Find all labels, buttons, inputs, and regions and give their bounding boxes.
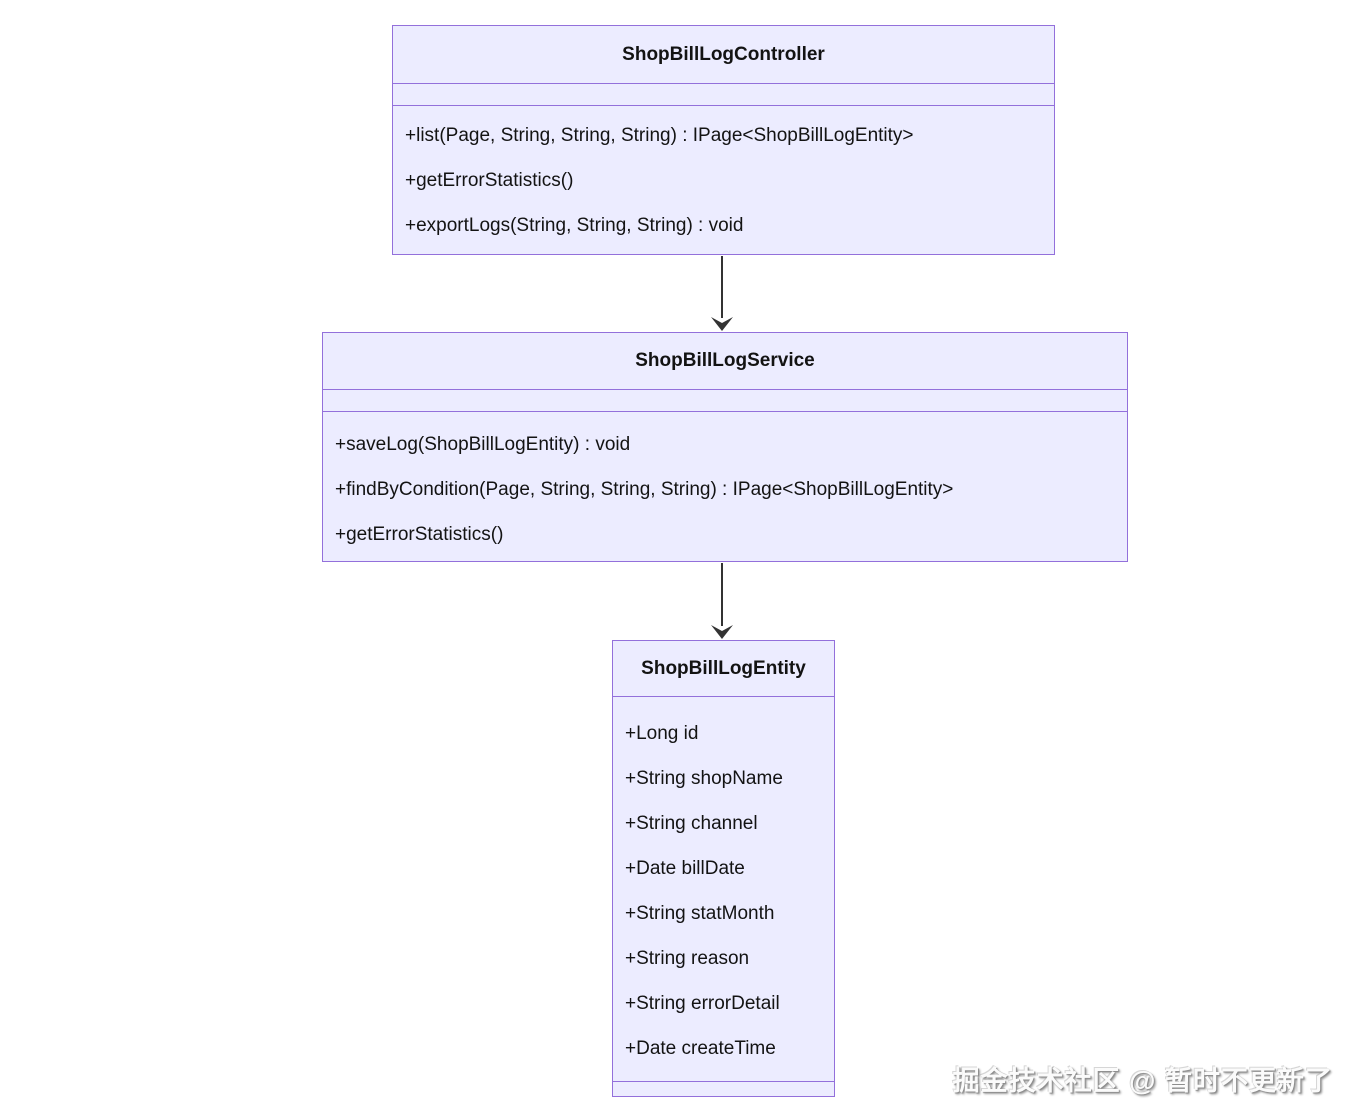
methods-compartment: +saveLog(ShopBillLogEntity) : void +find…: [323, 411, 1127, 560]
method-item: +getErrorStatistics(): [335, 524, 504, 545]
arrow-service-to-entity: [710, 563, 734, 639]
class-title-controller: ShopBillLogController: [622, 43, 825, 65]
class-title-entity: ShopBillLogEntity: [641, 657, 806, 679]
attribute-item: +Date createTime: [625, 1038, 776, 1059]
method-item: +getErrorStatistics(): [405, 170, 574, 191]
attributes-compartment-empty: [323, 389, 1127, 411]
class-box-shopbilllogentity: ShopBillLogEntity +Long id +String shopN…: [612, 640, 835, 1097]
attribute-item: +Date billDate: [625, 858, 745, 879]
method-item: +exportLogs(String, String, String) : vo…: [405, 215, 744, 236]
method-item: +findByCondition(Page, String, String, S…: [335, 479, 954, 500]
attributes-compartment: +Long id +String shopName +String channe…: [613, 696, 834, 1081]
methods-compartment: +list(Page, String, String, String) : IP…: [393, 105, 1054, 253]
class-box-shopbilllogservice: ShopBillLogService +saveLog(ShopBillLogE…: [322, 332, 1128, 562]
attribute-item: +String channel: [625, 813, 758, 834]
arrow-controller-to-service: [710, 256, 734, 331]
arrowhead-down-icon: [711, 317, 733, 331]
method-item: +list(Page, String, String, String) : IP…: [405, 125, 914, 146]
class-title-service: ShopBillLogService: [635, 350, 815, 371]
methods-compartment-empty: [613, 1081, 834, 1098]
arrow-line: [721, 563, 723, 626]
attribute-item: +String shopName: [625, 768, 783, 789]
arrowhead-down-icon: [711, 625, 733, 639]
watermark-text: 掘金技术社区 @ 暂时不更新了: [952, 1066, 1333, 1096]
arrow-line: [721, 256, 723, 318]
attribute-item: +Long id: [625, 723, 699, 744]
method-item: +saveLog(ShopBillLogEntity) : void: [335, 434, 631, 455]
attribute-item: +String reason: [625, 948, 750, 969]
attribute-item: +String errorDetail: [625, 993, 780, 1014]
class-box-shopbilllogcontroller: ShopBillLogController +list(Page, String…: [392, 25, 1055, 255]
attribute-item: +String statMonth: [625, 903, 775, 924]
attributes-compartment-empty: [393, 83, 1054, 105]
